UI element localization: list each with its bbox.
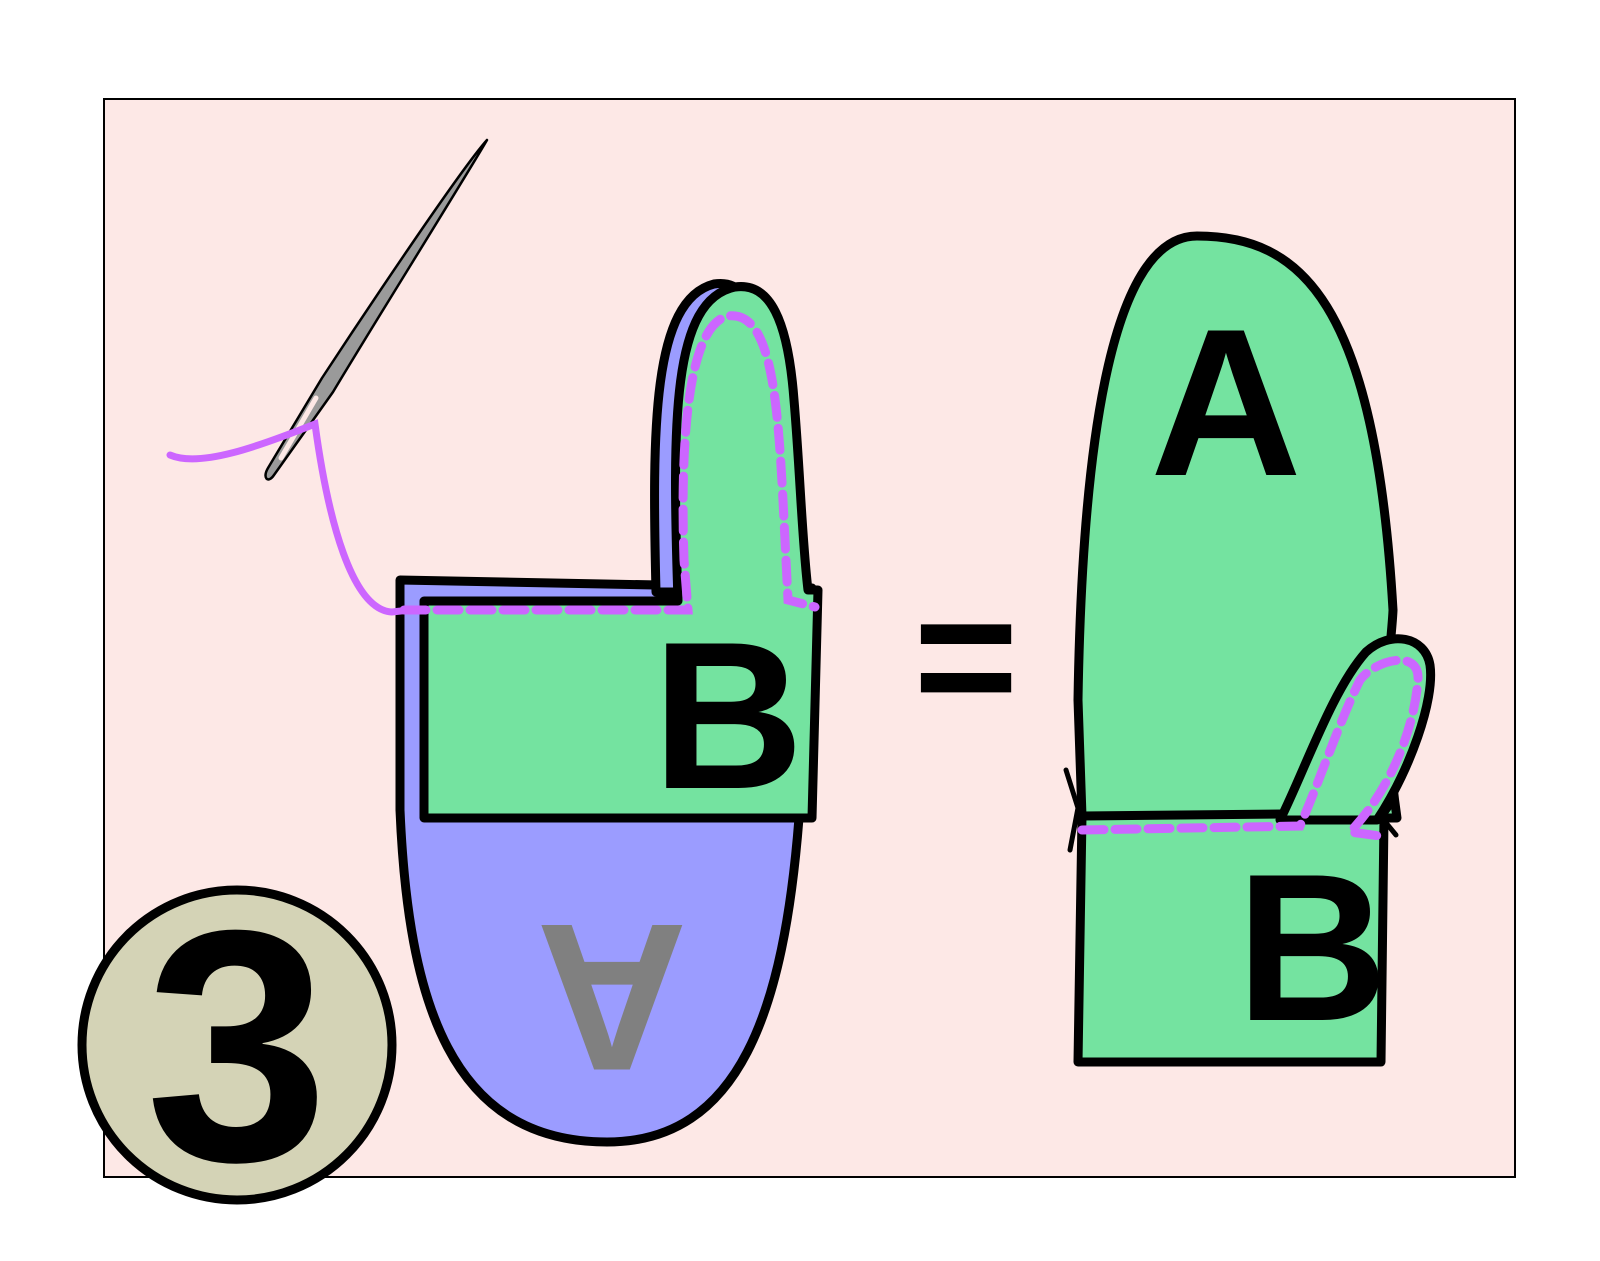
svg-text:=: = <box>913 556 1018 757</box>
stitch-line-right <box>1077 655 1423 841</box>
thread-end-right <box>1378 797 1399 838</box>
cuff-seam <box>1081 809 1283 821</box>
right-figure-finished-mitten: A B <box>1063 231 1436 1067</box>
equals-sign: = <box>913 556 1018 757</box>
cuff-label: B <box>1236 830 1388 1065</box>
piece-a-label-upside-down: A <box>536 880 688 1115</box>
stitch-line-left <box>399 311 820 615</box>
left-figure-pieces-stacked: B A <box>166 138 823 1147</box>
piece-b-front-green <box>419 282 823 823</box>
piece-b-label: B <box>652 598 804 833</box>
step-number: 3 <box>145 861 329 1230</box>
mitten-body-label: A <box>1150 285 1302 520</box>
thread-end-left <box>1063 767 1081 853</box>
step-number-badge: 3 <box>77 861 397 1230</box>
thread-icon <box>166 419 414 616</box>
